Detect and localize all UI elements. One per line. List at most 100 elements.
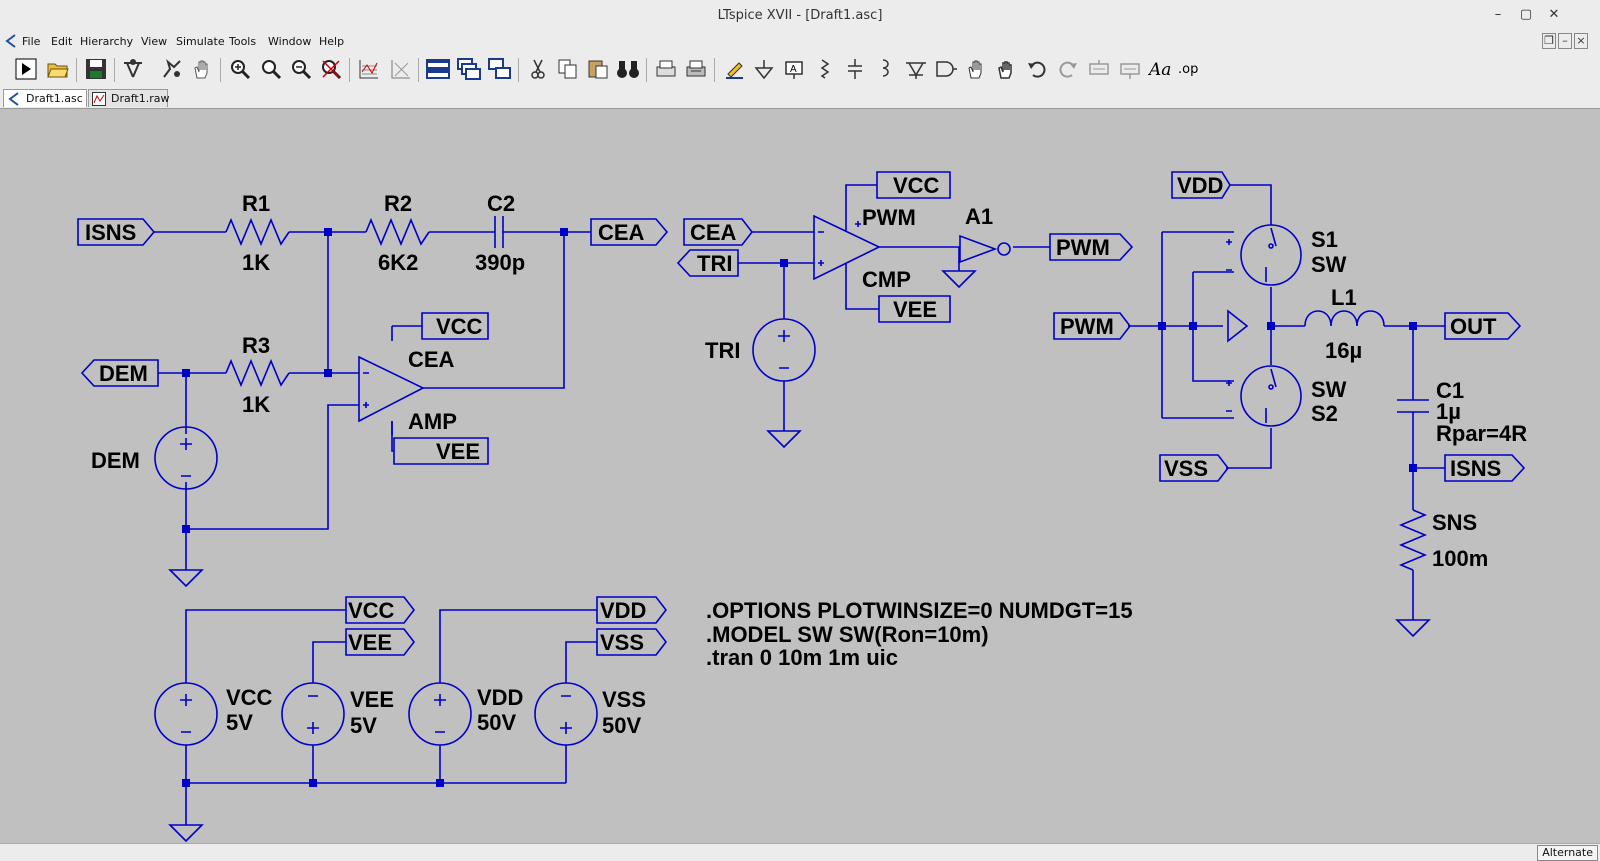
rotate-icon[interactable] — [1085, 55, 1113, 83]
menu-help[interactable]: Help — [319, 35, 345, 48]
draw-wire-icon[interactable] — [720, 55, 748, 83]
dem-net-flag[interactable] — [80, 359, 159, 387]
move-icon[interactable] — [962, 55, 990, 83]
autorange-icon[interactable] — [355, 55, 383, 83]
redo-icon[interactable] — [1054, 55, 1082, 83]
print-icon[interactable] — [682, 55, 710, 83]
zoom-area-icon[interactable] — [257, 55, 285, 83]
vdd-net-flag-sw[interactable] — [1171, 171, 1231, 199]
r1-resistor[interactable] — [225, 217, 290, 247]
zoom-fit-icon[interactable] — [317, 55, 345, 83]
tab-waveform[interactable]: Draft1.raw — [88, 89, 169, 107]
isns-net-flag-sense[interactable] — [1444, 454, 1526, 482]
tri-source[interactable] — [752, 318, 816, 382]
isns-net-flag[interactable] — [77, 218, 156, 246]
schematic-drawing[interactable]: ISNS CEA DEM VCC VEE CEA TRI VCC VEE PWM… — [2, 109, 1598, 842]
menu-file[interactable]: File — [22, 35, 41, 48]
amp-opamp[interactable] — [358, 326, 425, 435]
diode-icon[interactable] — [902, 55, 930, 83]
menu-hierarchy[interactable]: Hierarchy — [80, 35, 134, 48]
l1-inductor[interactable] — [1304, 310, 1385, 327]
ground-icon[interactable] — [750, 55, 778, 83]
c1-capacitor[interactable] — [1397, 399, 1429, 413]
menu-simulate[interactable]: Simulate — [176, 35, 225, 48]
vss-source[interactable] — [534, 682, 598, 746]
find-icon[interactable] — [614, 55, 642, 83]
vss-net-flag-sw[interactable] — [1159, 454, 1230, 482]
drag-icon[interactable] — [992, 55, 1020, 83]
mdi-restore-icon[interactable]: ❐ — [1542, 33, 1556, 49]
resistor-icon[interactable] — [811, 55, 839, 83]
label-net-icon[interactable]: A — [780, 55, 808, 83]
zoom-in-icon[interactable] — [226, 55, 254, 83]
cut-icon[interactable] — [524, 55, 552, 83]
vss-net-flag-supply[interactable] — [596, 628, 668, 656]
open-icon[interactable] — [44, 55, 72, 83]
inductor-icon[interactable] — [871, 55, 899, 83]
mdi-minimize-icon[interactable]: – — [1558, 33, 1572, 49]
spice-directive-line[interactable]: .MODEL SW SW(Ron=10m) — [706, 622, 989, 647]
undo-icon[interactable] — [1023, 55, 1051, 83]
spice-directives[interactable]: .OPTIONS PLOTWINSIZE=0 NUMDGT=15 .MODEL … — [706, 598, 1133, 670]
text-icon[interactable]: Aa — [1146, 55, 1174, 83]
tab-schematic[interactable]: Draft1.asc — [3, 89, 87, 107]
plot-settings-icon[interactable] — [387, 55, 415, 83]
menu-tools[interactable]: Tools — [229, 35, 257, 48]
s2-switch[interactable] — [1226, 365, 1302, 427]
zoom-out-icon[interactable] — [287, 55, 315, 83]
cascade-icon[interactable] — [455, 55, 483, 83]
a1-inverter[interactable] — [959, 234, 1011, 264]
cea-net-flag[interactable] — [590, 218, 669, 246]
tri-net-flag[interactable] — [676, 249, 739, 277]
schematic-canvas[interactable]: ISNS CEA DEM VCC VEE CEA TRI VCC VEE PWM… — [2, 109, 1598, 842]
gate-driver-buffer[interactable] — [1227, 309, 1249, 343]
save-icon[interactable] — [82, 55, 110, 83]
capacitor-icon[interactable] — [841, 55, 869, 83]
menu-window[interactable]: Window — [268, 35, 312, 48]
control-panel-icon[interactable] — [120, 55, 148, 83]
spice-directive-icon[interactable]: .op — [1176, 55, 1204, 83]
vcc-net-flag-amp[interactable] — [421, 312, 489, 340]
ltspice-app-icon[interactable] — [4, 34, 18, 48]
run-icon[interactable] — [12, 55, 40, 83]
vcc-source[interactable] — [154, 682, 218, 746]
r3-resistor[interactable] — [225, 358, 290, 388]
copy-icon[interactable] — [554, 55, 582, 83]
close-icon[interactable]: ✕ — [1548, 7, 1560, 22]
mdi-close-icon[interactable]: × — [1574, 33, 1588, 49]
vee-net-flag-cmp[interactable] — [878, 295, 951, 323]
print-preview-icon[interactable] — [652, 55, 680, 83]
vee-net-flag-supply[interactable] — [345, 628, 416, 656]
minimize-icon[interactable]: – — [1494, 7, 1502, 22]
component-icon[interactable] — [932, 55, 960, 83]
spice-directive-line[interactable]: .OPTIONS PLOTWINSIZE=0 NUMDGT=15 — [706, 598, 1133, 623]
halt-icon[interactable] — [158, 55, 186, 83]
pwm-net-flag-out[interactable] — [1049, 233, 1134, 261]
vee-net-flag-amp[interactable] — [393, 437, 489, 465]
sns-resistor[interactable] — [1398, 509, 1428, 571]
vee-source[interactable] — [281, 682, 345, 746]
pwm-net-flag-in[interactable] — [1053, 312, 1132, 340]
vdd-net-flag-supply[interactable] — [596, 596, 668, 624]
dem-source[interactable] — [154, 426, 218, 490]
mirror-icon[interactable] — [1116, 55, 1144, 83]
s1-switch[interactable] — [1226, 224, 1302, 286]
cmp-name: CMP — [862, 267, 911, 292]
maximize-icon[interactable]: ▢ — [1519, 7, 1533, 22]
vcc-net-flag-cmp[interactable] — [876, 171, 951, 199]
vcc-net-flag-supply[interactable] — [345, 596, 416, 624]
menu-view[interactable]: View — [141, 35, 168, 48]
cmp-comparator[interactable] — [813, 214, 881, 281]
cea-net-flag-cmp[interactable] — [683, 218, 754, 246]
tile-vertical-icon[interactable] — [486, 55, 514, 83]
tile-horizontal-icon[interactable] — [424, 55, 452, 83]
out-net-flag[interactable] — [1444, 312, 1522, 340]
spice-directive-line[interactable]: .tran 0 10m 1m uic — [706, 645, 898, 670]
paste-icon[interactable] — [584, 55, 612, 83]
r2-resistor[interactable] — [365, 217, 430, 247]
menu-edit[interactable]: Edit — [51, 35, 73, 48]
pan-hand-icon[interactable] — [188, 55, 216, 83]
c2-capacitor[interactable] — [487, 216, 511, 248]
vdd-source[interactable] — [408, 682, 472, 746]
cea-net-label-cmp: CEA — [690, 220, 737, 245]
